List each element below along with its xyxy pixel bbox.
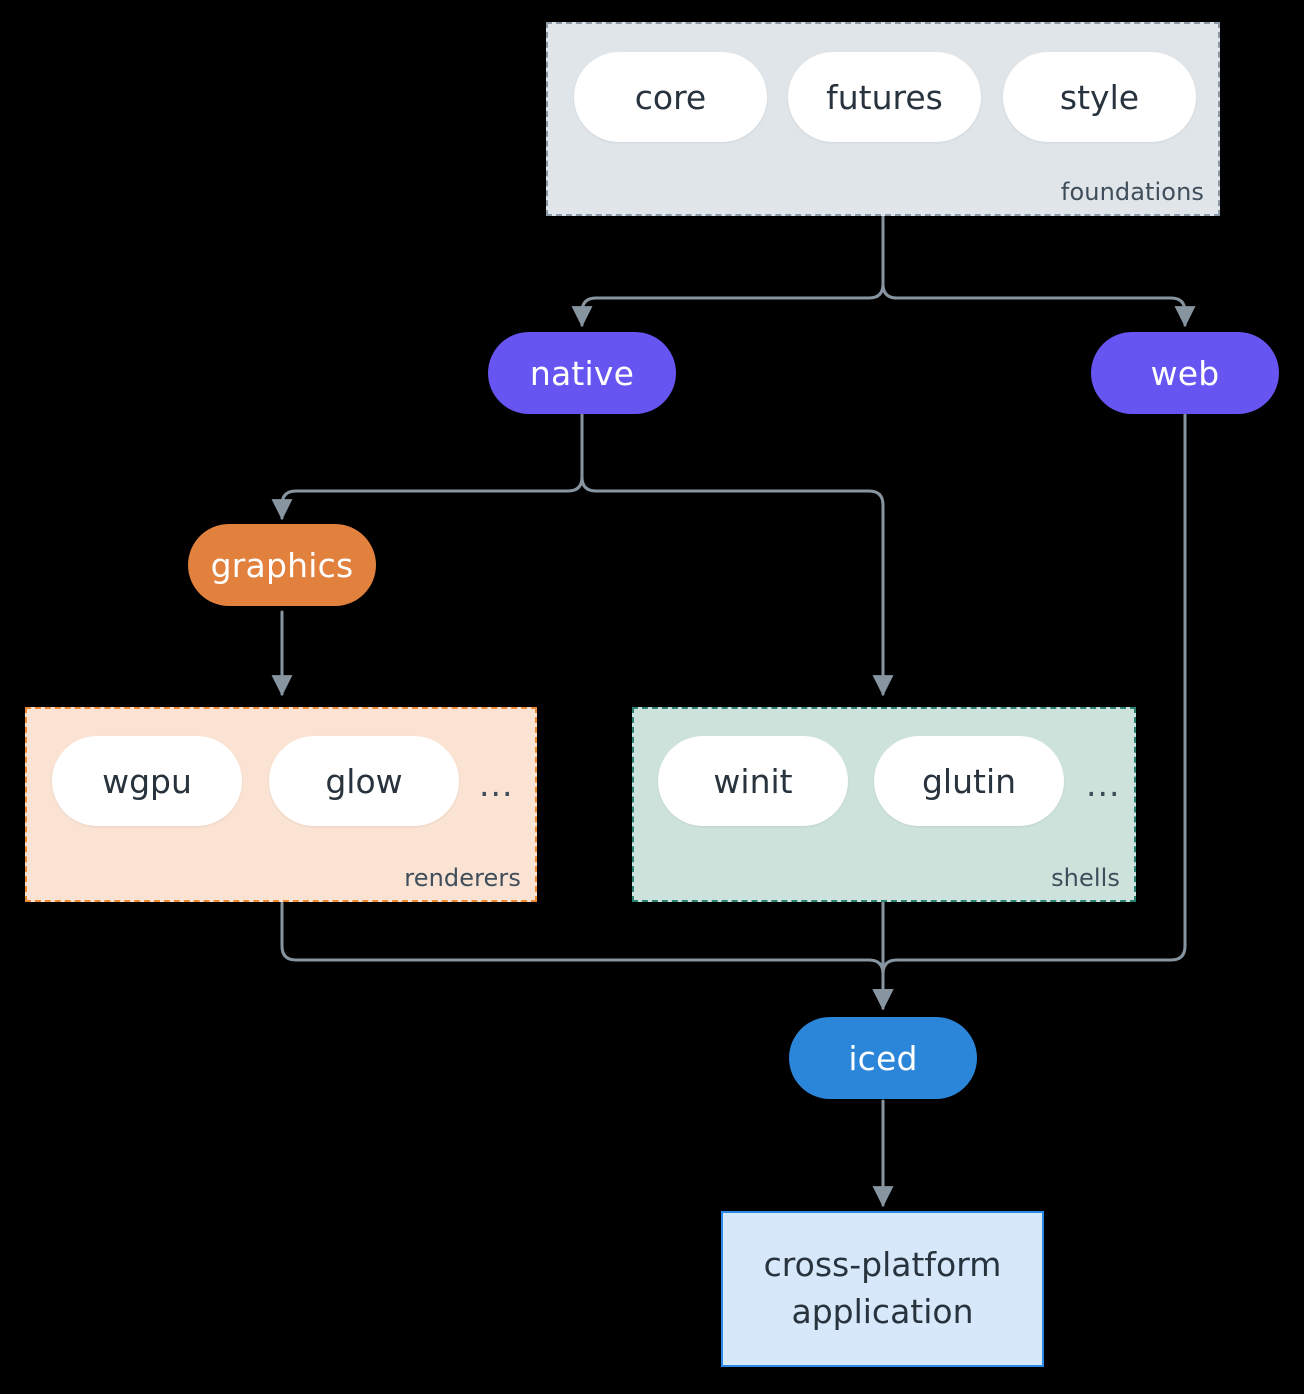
group-renderers[interactable]: wgpu glow ... renderers — [25, 707, 537, 902]
foundations-item-core[interactable]: core — [574, 52, 767, 142]
edge-renderers-to-iced — [280, 901, 894, 1011]
renderers-overflow-ellipsis: ... — [479, 765, 514, 804]
foundations-item-core-label: core — [634, 77, 707, 117]
application-line-1: cross-platform — [763, 1245, 1002, 1285]
group-foundations[interactable]: core futures style foundations — [546, 22, 1220, 216]
renderers-item-glow[interactable]: glow — [269, 736, 459, 826]
edge-foundations-to-web — [881, 282, 1196, 328]
node-web-label: web — [1150, 353, 1220, 393]
shells-item-glutin[interactable]: glutin — [874, 736, 1064, 826]
foundations-item-style[interactable]: style — [1003, 52, 1196, 142]
group-foundations-label: foundations — [1060, 178, 1204, 206]
foundations-item-futures[interactable]: futures — [788, 52, 981, 142]
edge-native-to-shells — [580, 475, 894, 697]
edge-native-to-graphics — [271, 412, 584, 521]
group-shells[interactable]: winit glutin ... shells — [632, 707, 1136, 902]
node-iced-label: iced — [848, 1038, 918, 1078]
edge-foundations-to-native — [571, 215, 885, 328]
node-cross-platform-application[interactable]: cross-platform application — [721, 1211, 1044, 1367]
node-iced[interactable]: iced — [789, 1017, 977, 1099]
group-renderers-label: renderers — [404, 864, 521, 892]
node-web[interactable]: web — [1091, 332, 1279, 414]
shells-overflow-ellipsis: ... — [1086, 765, 1121, 804]
group-shells-label: shells — [1051, 864, 1120, 892]
shells-item-winit-label: winit — [713, 761, 793, 801]
node-graphics[interactable]: graphics — [188, 524, 376, 606]
shells-item-glutin-label: glutin — [921, 761, 1017, 801]
renderers-item-wgpu-label: wgpu — [102, 761, 192, 801]
foundations-item-style-label: style — [1059, 77, 1140, 117]
renderers-item-glow-label: glow — [325, 761, 403, 801]
node-native-label: native — [529, 353, 635, 393]
renderers-item-wgpu[interactable]: wgpu — [52, 736, 242, 826]
foundations-item-futures-label: futures — [826, 77, 943, 117]
node-native[interactable]: native — [488, 332, 676, 414]
shells-item-winit[interactable]: winit — [658, 736, 848, 826]
application-line-2: application — [791, 1292, 974, 1331]
node-graphics-label: graphics — [210, 545, 354, 585]
